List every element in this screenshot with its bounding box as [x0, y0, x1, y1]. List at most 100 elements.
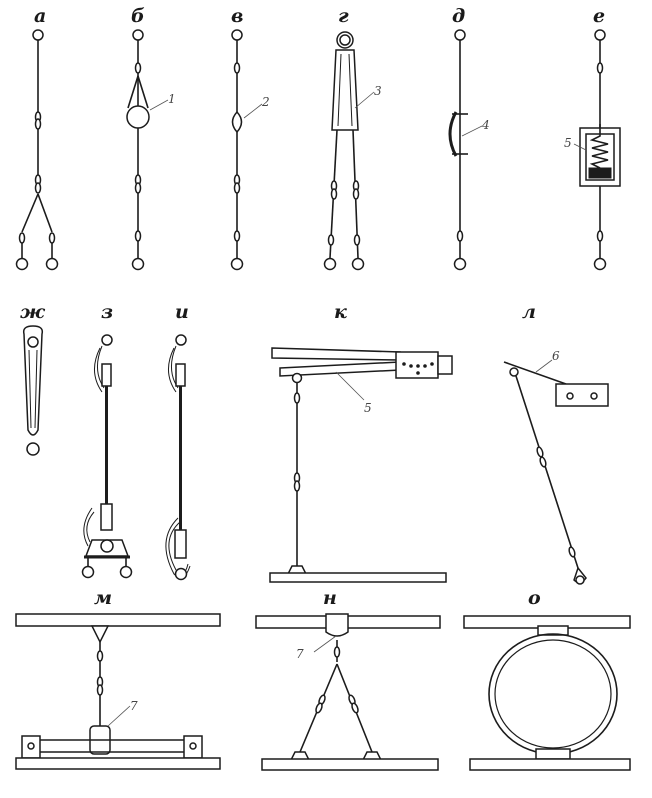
- splice: [96, 650, 104, 662]
- bottom-ring: [131, 257, 145, 271]
- spring-plate: [588, 167, 612, 179]
- sling-ring-outer: [488, 633, 618, 755]
- splice: [18, 232, 26, 244]
- bottom-ring: [323, 257, 337, 271]
- splice: [134, 230, 142, 242]
- callout-3: 3: [374, 84, 382, 98]
- sling-ring-inner: [494, 639, 612, 749]
- panel-letter-a: а: [34, 5, 46, 27]
- bottom-ring: [174, 567, 188, 581]
- panel-l: л 6: [503, 301, 609, 585]
- splice: [34, 118, 42, 130]
- sling-z: [81, 334, 133, 579]
- sling-a: [15, 29, 59, 271]
- sling-lug: [90, 625, 110, 644]
- panel-letter-z: з: [101, 301, 113, 323]
- panel-i: и: [165, 301, 191, 581]
- load-beam: [269, 572, 447, 583]
- bottom-ring: [15, 257, 29, 271]
- top-pad: [537, 625, 569, 636]
- panel-b: б 1: [126, 5, 176, 271]
- bottom-ring: [45, 257, 59, 271]
- beam-clamp: [325, 613, 349, 637]
- panel-letter-v: в: [231, 5, 243, 27]
- spring: [589, 124, 609, 169]
- callout-4: 4: [481, 118, 490, 132]
- ferrule: [100, 503, 113, 531]
- bottom-ring: [351, 257, 365, 271]
- thimble: [231, 110, 243, 134]
- callout-7a: 7: [130, 699, 138, 713]
- panel-z: з: [81, 301, 133, 579]
- ferrule: [174, 529, 187, 559]
- top-ring: [175, 334, 187, 346]
- splice: [568, 546, 576, 558]
- panel-letter-b: б: [131, 5, 145, 27]
- splice: [96, 684, 104, 696]
- splice: [233, 62, 241, 74]
- panel-d: д 4: [448, 5, 490, 271]
- sling-o: [463, 615, 631, 771]
- sling-m: 7: [15, 613, 221, 770]
- sling-e: 5: [564, 29, 621, 271]
- panel-letter-m: м: [94, 587, 112, 609]
- bottom-ring: [81, 565, 95, 579]
- panel-letter-k: к: [334, 301, 347, 323]
- top-ring: [454, 29, 466, 41]
- panel-letter-g: г: [338, 5, 349, 27]
- top-ring: [291, 372, 303, 384]
- splice: [353, 234, 361, 246]
- upper-beam: [15, 613, 221, 627]
- bottom-ring: [119, 565, 133, 579]
- top-ring: [132, 29, 144, 41]
- splice: [539, 456, 547, 468]
- panel-letter-zh: ж: [20, 301, 46, 323]
- load-beam: [15, 757, 221, 770]
- sling-d: 4: [448, 29, 490, 271]
- panel-v: в 2: [230, 5, 270, 271]
- panel-o: о: [463, 587, 631, 771]
- bottom-ring: [593, 257, 607, 271]
- sling-v: 2: [230, 29, 270, 271]
- splice: [233, 230, 241, 242]
- bottom-ring: [230, 257, 244, 271]
- splice: [233, 182, 241, 194]
- callout-5b: 5: [364, 401, 372, 415]
- splice: [456, 230, 464, 242]
- splice: [351, 702, 359, 714]
- ferrule: [175, 363, 186, 387]
- panel-e: е 5: [564, 5, 621, 271]
- splice: [352, 188, 360, 200]
- load-beam: [469, 758, 631, 771]
- top-ring: [509, 367, 519, 377]
- panel-letter-d: д: [452, 5, 465, 27]
- splice: [330, 188, 338, 200]
- sling-g: 3: [323, 31, 382, 271]
- splice: [596, 62, 604, 74]
- gripping-plate: [555, 383, 609, 407]
- bottom-ring: [26, 442, 40, 456]
- splice: [134, 62, 142, 74]
- top-ring: [594, 29, 606, 41]
- splice: [293, 480, 301, 492]
- top-ring: [101, 334, 113, 346]
- panel-zh: ж: [20, 301, 46, 456]
- shackle: [448, 111, 458, 157]
- sling-k: 5: [269, 347, 453, 583]
- link-zh: [22, 325, 44, 456]
- wedge-clamp: [331, 49, 359, 131]
- splice: [34, 182, 42, 194]
- splice: [134, 182, 142, 194]
- bottom-ring: [453, 257, 467, 271]
- splice: [536, 446, 544, 458]
- traverse-upper: [271, 347, 401, 361]
- panel-letter-i: и: [175, 301, 189, 323]
- splice: [293, 392, 301, 404]
- panel-g: г 3: [323, 5, 382, 271]
- panel-letter-e: е: [593, 5, 605, 27]
- panel-a: а: [15, 5, 59, 271]
- callout-7b: 7: [296, 647, 304, 661]
- splice: [327, 234, 335, 246]
- callout-6: 6: [552, 349, 560, 363]
